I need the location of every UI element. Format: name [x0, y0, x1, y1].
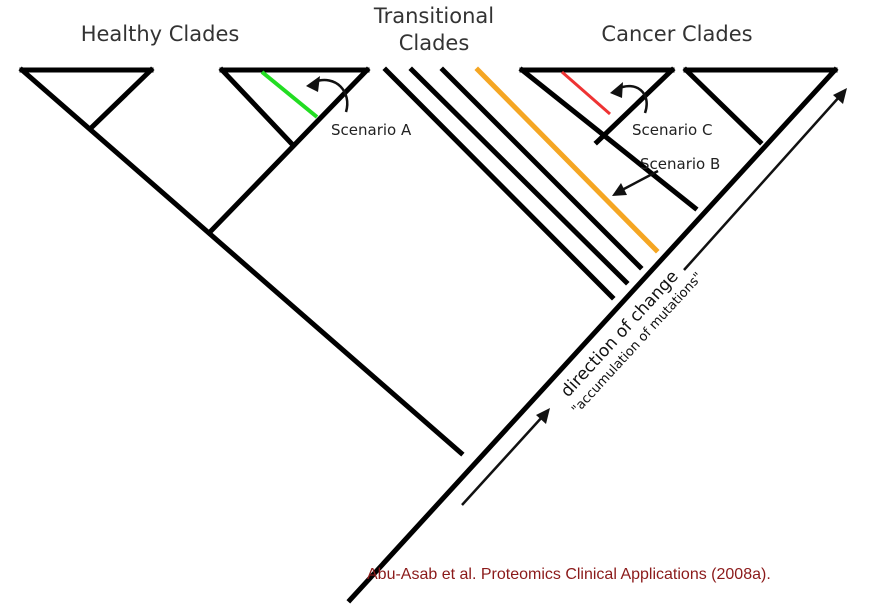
citation-text: Abu-Asab et al. Proteomics Clinical Appl… [367, 566, 771, 583]
root-trunk [346, 66, 839, 604]
healthy-triangle-1-right [87, 66, 155, 132]
direction-arrow-lower [461, 415, 544, 506]
scenario-a-arrowhead [306, 76, 320, 92]
direction-arrow-upper-head [833, 88, 847, 104]
scenario-b-arrow [621, 169, 659, 192]
scenario-a-curved-arrow [313, 79, 349, 113]
healthy-main-branch [18, 66, 465, 457]
transitional-branch-1 [382, 66, 616, 301]
healthy-subbranch [218, 66, 295, 147]
healthy-branch-node [206, 66, 371, 236]
scenario-a-label: Scenario A [331, 121, 412, 139]
direction-arrow-lower-head [536, 408, 550, 424]
cancer-clades-heading: Cancer Clades [601, 22, 752, 46]
scenario-a-line [260, 70, 319, 119]
direction-of-change-label: direction of change [557, 267, 683, 402]
direction-arrow-upper [683, 95, 841, 271]
healthy-clades-heading: Healthy Clades [81, 22, 240, 46]
scenario-b-arrowhead [612, 183, 627, 196]
scenario-c-arrowhead [610, 82, 623, 98]
transitional-clades-heading-line2: Clades [399, 31, 470, 55]
transitional-branch-scenario-b [474, 66, 660, 254]
transitional-branch-3 [439, 66, 644, 271]
transitional-clades-heading-line1: Transitional [373, 4, 494, 28]
direction-label-group: direction of change "accumulation of mut… [557, 267, 706, 418]
scenario-b-label: Scenario B [640, 155, 720, 173]
cancer-subbranch [593, 66, 676, 146]
scenario-c-line [561, 70, 611, 116]
cancer-triangle-2-left [682, 66, 764, 146]
scenario-c-label: Scenario C [632, 121, 712, 139]
accumulation-of-mutations-label: "accumulation of mutations" [569, 270, 706, 417]
transitional-branch-2 [408, 66, 630, 286]
cancer-branch-node [518, 66, 699, 212]
